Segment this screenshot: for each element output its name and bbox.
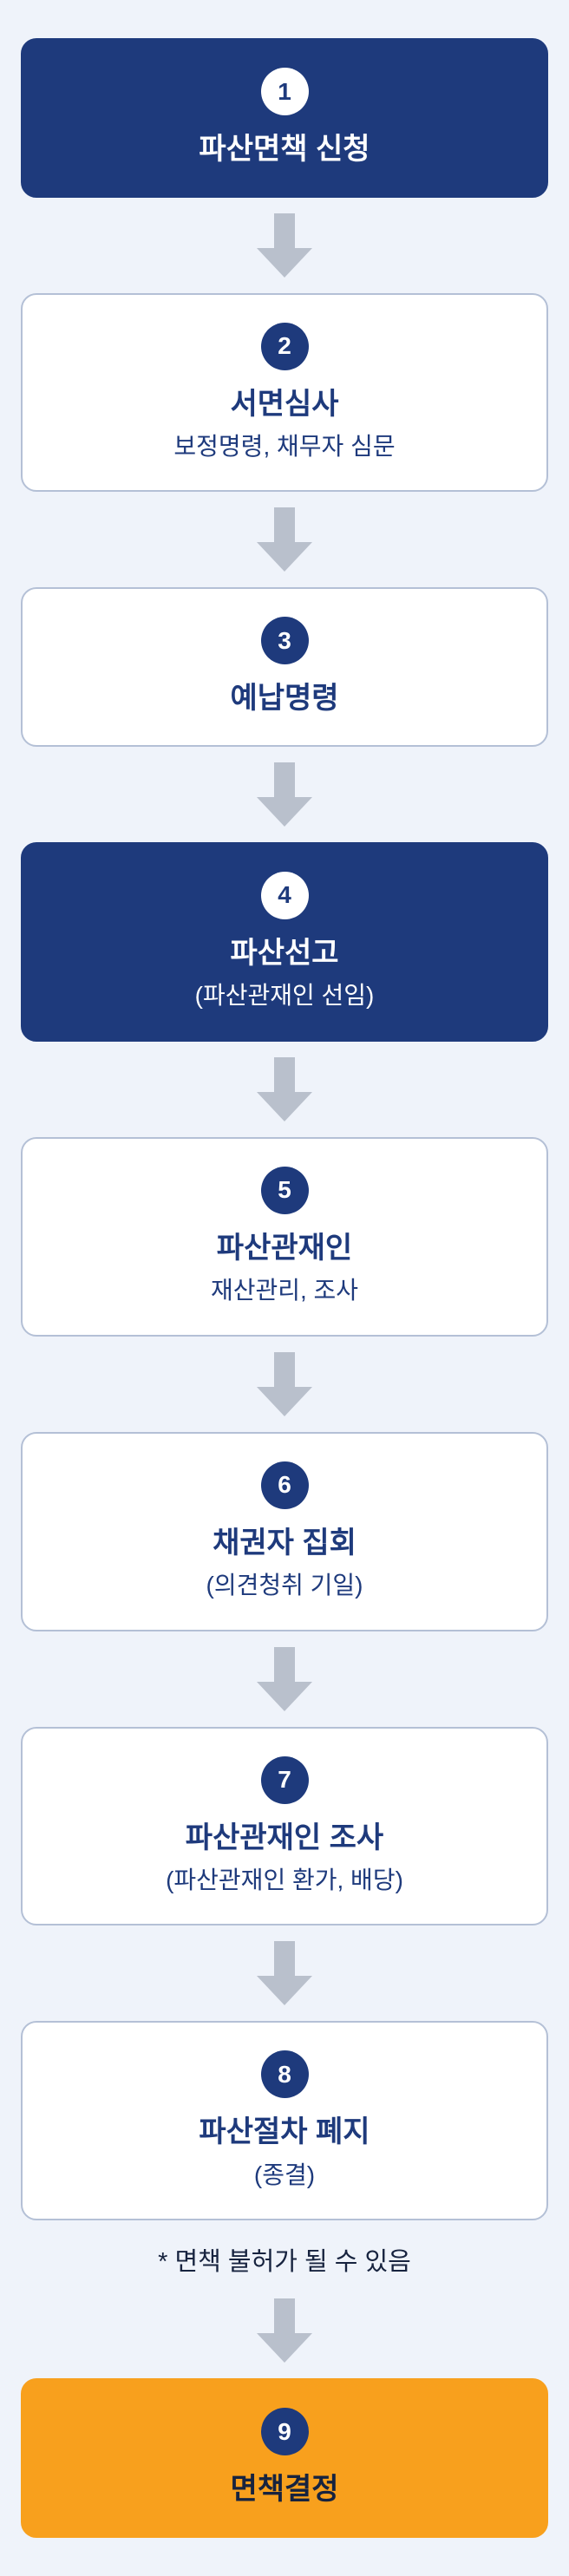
arrow-shaft — [274, 2298, 295, 2334]
arrow-head — [257, 796, 312, 827]
step-number: 2 — [278, 332, 291, 359]
down-arrow-icon — [257, 1941, 312, 2006]
step-box: 4 파산선고 (파산관재인 선임) — [21, 841, 548, 1042]
step-box: 2 서면심사 보정명령, 채무자 심문 — [21, 292, 548, 493]
step-title: 서면심사 — [230, 387, 339, 421]
step-number-badge: 8 — [260, 2050, 309, 2099]
step-title: 파산선고 — [230, 936, 339, 970]
step-title: 예납명령 — [230, 682, 339, 716]
step-box: 5 파산관재인 재산관리, 조사 — [21, 1136, 548, 1337]
step-number: 9 — [278, 2417, 291, 2445]
arrow-head — [257, 542, 312, 572]
step-number-badge: 7 — [260, 1755, 309, 1804]
step-number-badge: 5 — [260, 1166, 309, 1214]
bankruptcy-procedure-flowchart: 1 파산면책 신청 2 서면심사 보정명령, 채무자 심문 3 예납명령 4 파… — [21, 38, 548, 2538]
step-box: 7 파산관재인 조사 (파산관재인 환가, 배당) — [21, 1726, 548, 1926]
step-number: 8 — [278, 2060, 291, 2088]
arrow-head — [257, 2333, 312, 2364]
arrow-shaft — [274, 762, 295, 797]
arrow-shaft — [274, 1351, 295, 1387]
down-arrow-icon — [257, 1056, 312, 1121]
arrow-shaft — [274, 1056, 295, 1092]
arrow-head — [257, 1091, 312, 1121]
step-number: 7 — [278, 1766, 291, 1794]
down-arrow-icon — [257, 1351, 312, 1416]
step-subtitle: (종결) — [253, 2161, 316, 2188]
step-number: 6 — [278, 1471, 291, 1499]
step-title: 파산절차 폐지 — [199, 2115, 370, 2149]
step-subtitle: (파산관재인 환가, 배당) — [166, 1867, 403, 1894]
step-subtitle: (파산관재인 선임) — [194, 982, 375, 1010]
step-number: 1 — [278, 77, 291, 105]
step-box: 6 채권자 집회 (의견청취 기일) — [21, 1431, 548, 1631]
arrow-head — [257, 1386, 312, 1416]
step-number-badge: 6 — [260, 1461, 309, 1509]
step-number-badge: 9 — [260, 2408, 309, 2456]
down-arrow-icon — [257, 762, 312, 827]
step-box: 8 파산절차 폐지 (종결) — [21, 2021, 548, 2221]
step-number: 4 — [278, 881, 291, 909]
step-box: 3 예납명령 — [21, 587, 548, 747]
arrow-head — [257, 1681, 312, 1711]
step-title: 파산관재인 조사 — [185, 1821, 384, 1854]
step-title: 파산면책 신청 — [199, 133, 370, 166]
step-title: 채권자 집회 — [213, 1526, 356, 1559]
step-title: 면책결정 — [230, 2473, 339, 2507]
flow-note: * 면책 불허가 될 수 있음 — [158, 2248, 411, 2277]
arrow-shaft — [274, 1646, 295, 1682]
down-arrow-icon — [257, 507, 312, 572]
arrow-head — [257, 247, 312, 278]
step-number-badge: 1 — [260, 68, 309, 115]
step-number: 5 — [278, 1176, 291, 1204]
step-number-badge: 3 — [260, 617, 309, 665]
arrow-shaft — [274, 507, 295, 543]
step-box: 9 면책결정 — [21, 2378, 548, 2538]
arrow-shaft — [274, 212, 295, 248]
step-number: 3 — [278, 626, 291, 654]
step-number-badge: 2 — [260, 322, 309, 370]
step-number-badge: 4 — [260, 871, 309, 919]
down-arrow-icon — [257, 212, 312, 278]
down-arrow-icon — [257, 1646, 312, 1711]
down-arrow-icon — [257, 2298, 312, 2364]
arrow-head — [257, 1976, 312, 2006]
step-subtitle: (의견청취 기일) — [206, 1572, 363, 1599]
arrow-shaft — [274, 1941, 295, 1977]
step-title: 파산관재인 — [216, 1231, 353, 1265]
step-subtitle: 보정명령, 채무자 심문 — [173, 433, 396, 460]
step-subtitle: 재산관리, 조사 — [210, 1277, 359, 1304]
step-box: 1 파산면책 신청 — [21, 38, 548, 198]
